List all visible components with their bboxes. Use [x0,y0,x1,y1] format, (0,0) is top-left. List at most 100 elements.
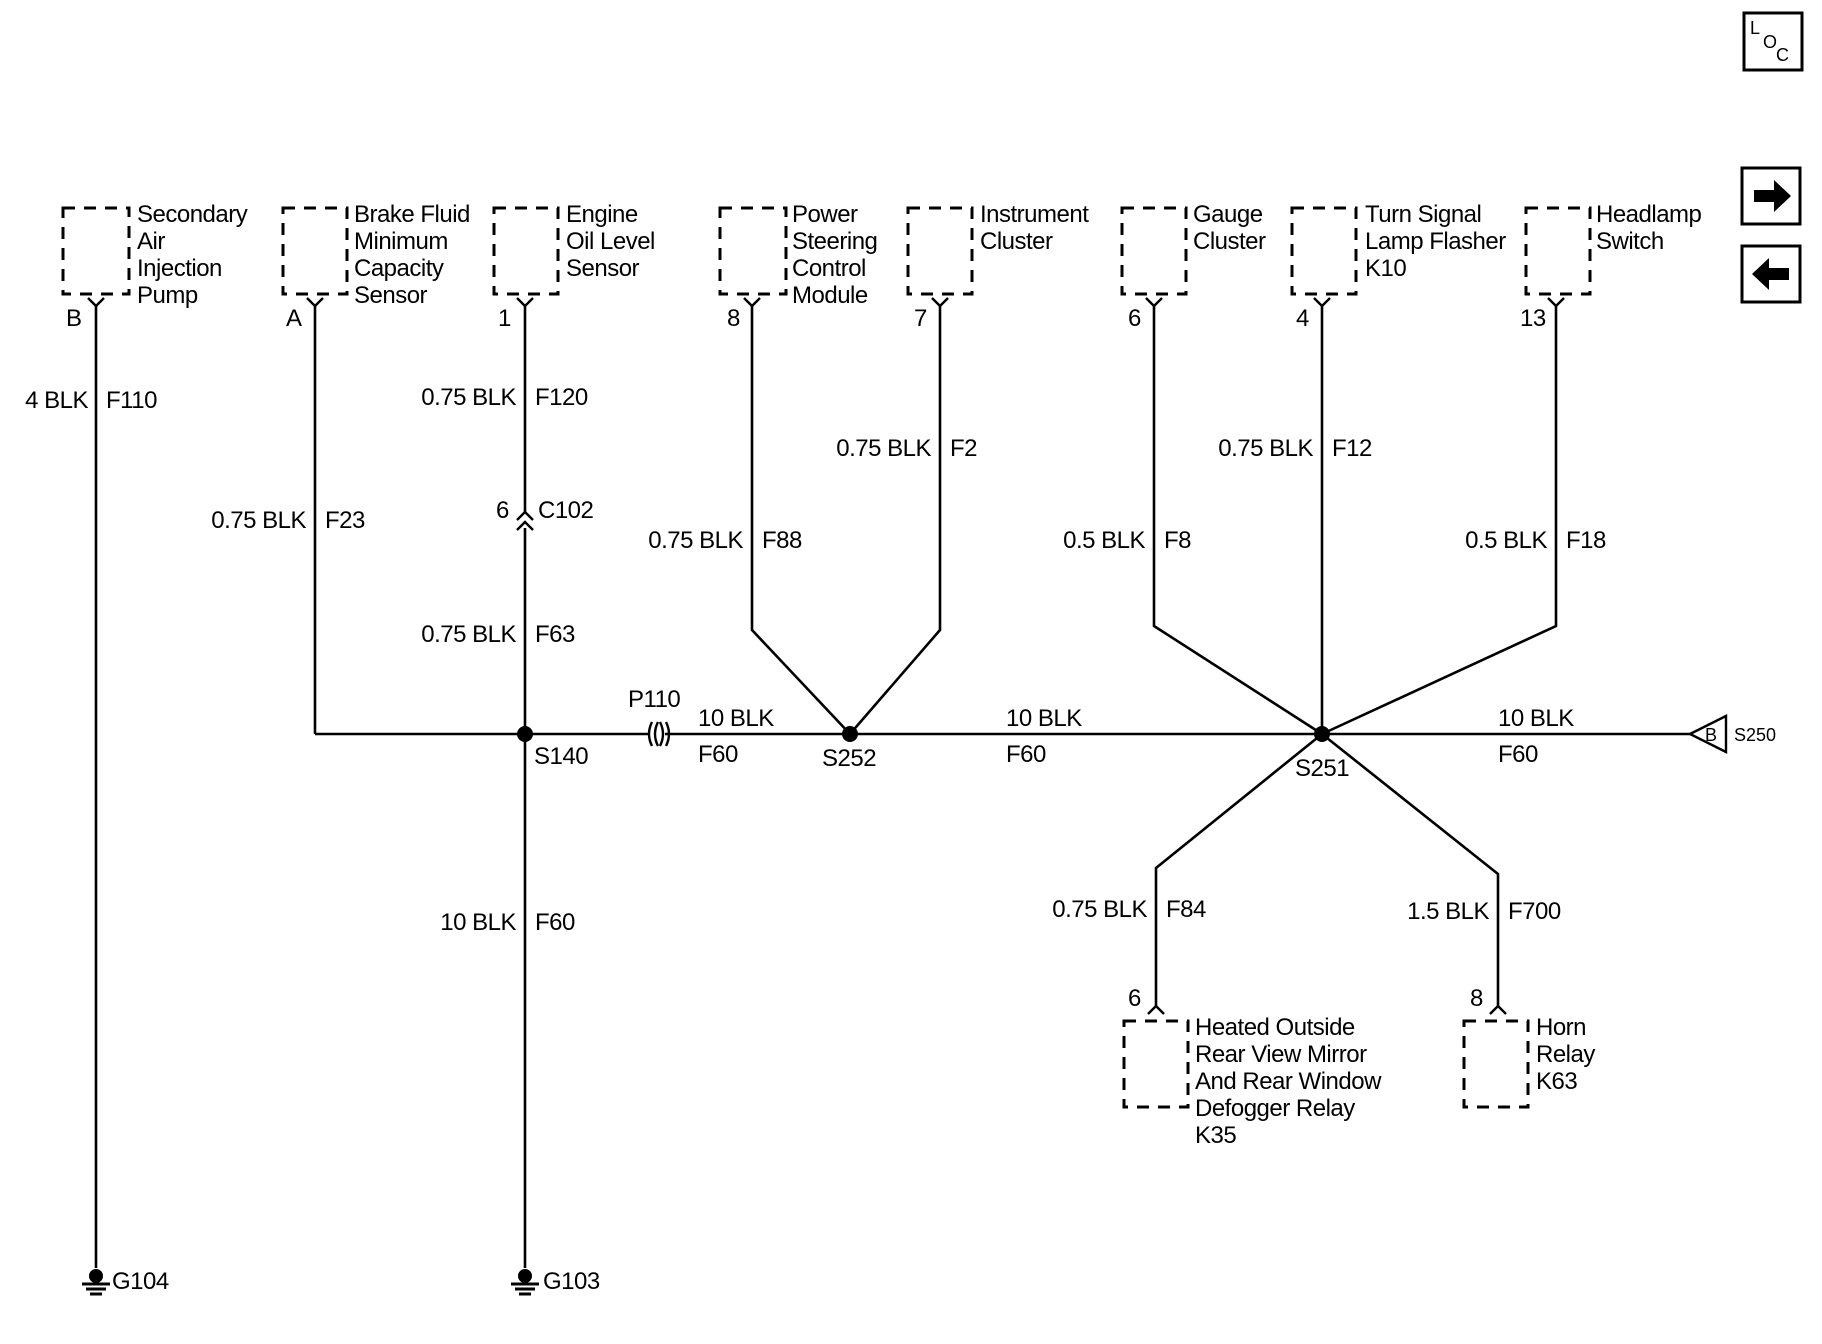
svg-text:0.75 BLK: 0.75 BLK [648,527,743,554]
svg-text:Cluster: Cluster [1193,228,1266,255]
svg-text:F12: F12 [1332,435,1372,462]
svg-text:Oil Level: Oil Level [566,228,655,255]
svg-text:6: 6 [1128,985,1141,1012]
svg-text:Heated Outside: Heated Outside [1195,1014,1355,1041]
turn-signal-lamp-flasher: Turn Signal Lamp Flasher K10 [1290,201,1507,296]
secondary-air-injection-pump: Secondary Air Injection Pump [61,201,248,309]
splice-labels: S140 S252 S251 [534,743,1350,782]
svg-text:Injection: Injection [137,255,222,282]
svg-text:K63: K63 [1536,1068,1577,1095]
svg-text:Minimum: Minimum [354,228,448,255]
pin-labels: B A 1 8 7 6 4 13 6 8 6 [66,305,1546,1012]
splice-s252 [842,726,858,742]
ground-g103-label: G103 [543,1268,600,1295]
svg-text:B: B [1705,725,1717,745]
svg-text:Control: Control [792,255,866,282]
svg-text:Switch: Switch [1596,228,1664,255]
power-steering-control-module: Power Steering Control Module [718,201,878,309]
s250-reference-arrow[interactable]: B S250 [1687,714,1776,754]
svg-text:F700: F700 [1508,898,1561,925]
terminal-symbols [87,297,1565,1015]
svg-text:6: 6 [496,497,509,524]
svg-text:F60: F60 [535,909,575,936]
svg-text:F60: F60 [1498,741,1538,768]
svg-text:Relay: Relay [1536,1041,1595,1068]
svg-text:Defogger Relay: Defogger Relay [1195,1095,1355,1122]
svg-text:0.75 BLK: 0.75 BLK [1218,435,1313,462]
s252-label: S252 [822,745,876,772]
svg-text:F23: F23 [325,507,365,534]
ground-g104-icon [82,1269,110,1296]
svg-text:Sensor: Sensor [566,255,640,282]
svg-text:K10: K10 [1365,255,1406,282]
svg-text:0.5 BLK: 0.5 BLK [1063,527,1145,554]
svg-text:0.75 BLK: 0.75 BLK [421,384,516,411]
p110-label: P110 [628,686,680,713]
p110-connector [647,721,671,747]
svg-text:Brake Fluid: Brake Fluid [354,201,470,228]
svg-text:7: 7 [914,305,927,332]
ground-g104-label: G104 [112,1268,169,1295]
svg-text:6: 6 [1128,305,1141,332]
svg-text:Pump: Pump [137,282,198,309]
wiring [94,305,1690,1268]
heated-mirror-defogger-relay: Heated Outside Rear View Mirror And Rear… [1122,1014,1383,1149]
svg-text:4: 4 [1296,305,1309,332]
svg-text:Gauge: Gauge [1193,201,1263,228]
svg-text:0.75 BLK: 0.75 BLK [421,621,516,648]
svg-text:Secondary: Secondary [137,201,248,228]
svg-text:F110: F110 [106,387,157,414]
loc-letter-o: O [1763,32,1777,52]
svg-text:10 BLK: 10 BLK [698,705,774,732]
svg-text:0.75 BLK: 0.75 BLK [211,507,306,534]
svg-text:1.5 BLK: 1.5 BLK [1407,898,1489,925]
wire-labels: 4 BLK F110 0.75 BLK F23 0.75 BLK F120 C1… [25,384,1606,936]
svg-text:10 BLK: 10 BLK [440,909,516,936]
s251-label: S251 [1295,755,1349,782]
svg-text:Power: Power [792,201,858,228]
s140-label: S140 [534,743,588,770]
arrow-right-icon[interactable] [1740,166,1802,226]
svg-text:F88: F88 [762,527,802,554]
horn-relay: Horn Relay K63 [1462,1014,1596,1109]
svg-text:F120: F120 [535,384,588,411]
svg-text:8: 8 [1470,985,1483,1012]
svg-text:B: B [66,305,82,332]
engine-oil-level-sensor: Engine Oil Level Sensor [492,201,655,296]
splice-s251 [1314,726,1330,742]
c102-label: C102 [538,497,594,524]
svg-text:Sensor: Sensor [354,282,428,309]
svg-text:10 BLK: 10 BLK [1498,705,1574,732]
svg-text:Engine: Engine [566,201,638,228]
svg-text:A: A [286,305,302,332]
svg-text:Steering: Steering [792,228,877,255]
svg-text:Horn: Horn [1536,1014,1586,1041]
svg-text:0.75 BLK: 0.75 BLK [1052,896,1147,923]
svg-text:Rear View Mirror: Rear View Mirror [1195,1041,1367,1068]
gauge-cluster: Gauge Cluster [1120,201,1267,296]
loc-icon[interactable]: L O C [1742,11,1804,72]
svg-text:Capacity: Capacity [354,255,444,282]
brake-fluid-minimum-capacity-sensor: Brake Fluid Minimum Capacity Sensor [281,201,470,309]
instrument-cluster: Instrument Cluster [906,201,1090,296]
svg-text:10 BLK: 10 BLK [1006,705,1082,732]
loc-letter-l: L [1750,18,1760,38]
svg-text:0.75 BLK: 0.75 BLK [836,435,931,462]
svg-text:And Rear Window: And Rear Window [1195,1068,1382,1095]
ground-g103-icon [511,1269,539,1296]
svg-text:Instrument: Instrument [980,201,1089,228]
svg-text:Cluster: Cluster [980,228,1053,255]
svg-text:Headlamp: Headlamp [1596,201,1702,228]
svg-text:8: 8 [727,305,740,332]
loc-letter-c: C [1776,45,1789,65]
headlamp-switch: Headlamp Switch [1524,201,1702,296]
splice-s140 [517,726,533,742]
svg-text:F84: F84 [1166,896,1206,923]
arrow-left-icon[interactable] [1740,244,1802,304]
svg-text:1: 1 [498,305,511,332]
svg-text:F60: F60 [1006,741,1046,768]
s250-label: S250 [1734,725,1776,745]
svg-text:Turn Signal: Turn Signal [1365,201,1481,228]
svg-text:13: 13 [1520,305,1546,332]
